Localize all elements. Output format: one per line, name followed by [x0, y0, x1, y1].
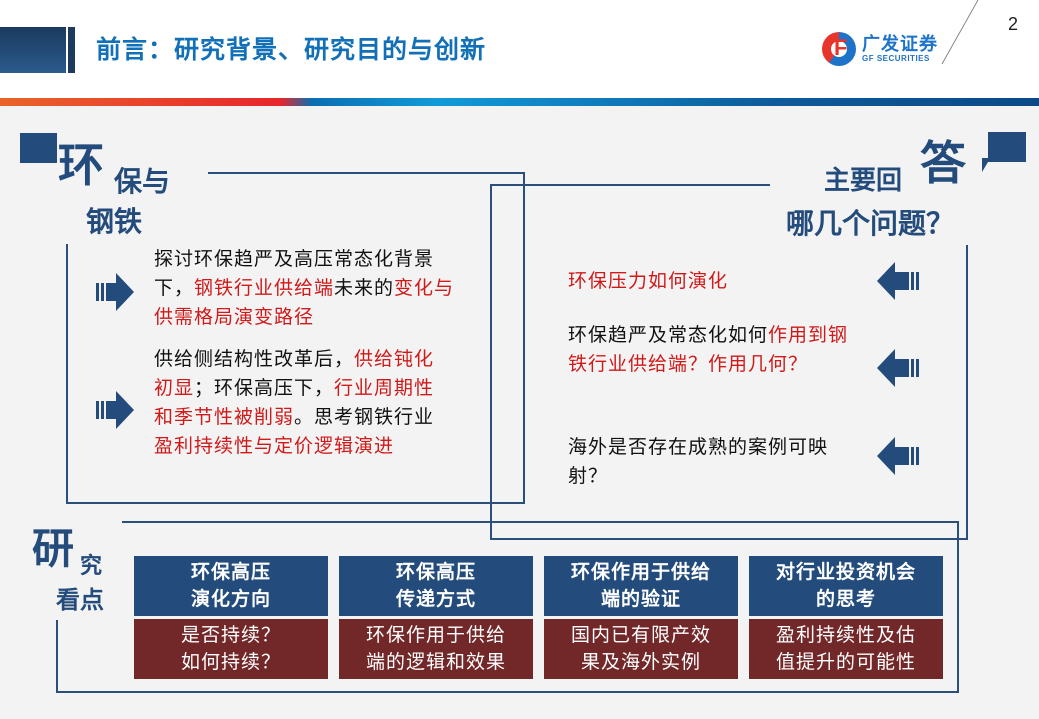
text-segment: 供给侧结构性改革后，	[154, 348, 355, 370]
divider-slash	[941, 0, 979, 65]
research-card-3: 环保作用于供给端的验证 国内已有限产效果及海外实例	[544, 556, 738, 679]
section-heading-line2: 哪几个问题？	[786, 207, 955, 240]
text-segment: 。思考钢铁行业	[294, 406, 435, 428]
page-number: 2	[1008, 14, 1019, 34]
page-title: 前言：研究背景、研究目的与创新	[96, 35, 487, 64]
section-heading-line2: 看点	[56, 585, 104, 614]
header-decor-block	[0, 27, 66, 73]
section-heading-rest: 究	[80, 553, 103, 579]
right-item-2: 环保趋严及常态化如何作用到钢铁行业供给端？作用几何？	[568, 321, 864, 379]
logo-mark-letter: F	[834, 35, 848, 60]
frame-line	[208, 172, 525, 174]
card-title: 对行业投资机会的思考	[749, 556, 943, 616]
right-item-1: 环保压力如何演化	[568, 267, 868, 296]
section-heading-big: 研	[32, 524, 75, 573]
frame-line	[122, 521, 959, 523]
frame-line	[490, 184, 492, 540]
research-card-2: 环保高压传递方式 环保作用于供给端的逻辑和效果	[339, 556, 533, 679]
text-segment: 探讨环保趋严及高压常态化背景下，	[154, 248, 435, 299]
frame-line	[56, 691, 959, 693]
text-segment-highlight: 行业周期性和季节性被削弱	[154, 377, 435, 428]
text-segment: 未来的	[334, 277, 395, 299]
card-detail: 是否持续？如何持续？	[134, 619, 328, 679]
left-arrow-icon	[877, 262, 919, 300]
text-segment: 海外是否存在成熟的案例可映射？	[568, 436, 829, 487]
section-heading-line2: 钢铁	[86, 205, 143, 238]
section-heading-big: 答	[920, 136, 966, 190]
logo-text-cn: 广发证券	[862, 34, 938, 54]
text-segment-highlight: 环保压力如何演化	[568, 270, 729, 292]
frame-line	[490, 184, 770, 186]
section-heading-pre: 主要回	[824, 166, 903, 196]
logo-text-en: GF SECURITIES	[862, 54, 930, 63]
left-item-1: 探讨环保趋严及高压常态化背景下，钢铁行业供给端未来的变化与供需格局演变路径	[154, 245, 472, 332]
card-title: 环保作用于供给端的验证	[544, 556, 738, 616]
frame-line	[523, 172, 525, 504]
frame-line	[490, 538, 968, 540]
card-title: 环保高压传递方式	[339, 556, 533, 616]
text-segment-highlight: 供给钝化初显	[154, 348, 435, 399]
content-area	[0, 106, 1039, 719]
research-card-4: 对行业投资机会的思考 盈利持续性及估值提升的可能性	[749, 556, 943, 679]
text-segment-highlight: 盈利持续性与定价逻辑演进	[154, 435, 395, 457]
right-arrow-icon	[96, 273, 134, 311]
card-detail: 国内已有限产效果及海外实例	[544, 619, 738, 679]
text-segment: ；环保高压下，	[194, 377, 335, 399]
speech-bubble-icon	[982, 132, 1026, 172]
heading-square-icon	[20, 133, 57, 163]
section-heading-big: 环	[58, 138, 104, 192]
text-segment-highlight: 变化与供需格局演变路径	[154, 277, 455, 328]
frame-line	[66, 244, 68, 504]
text-segment: 环保趋严及常态化如何	[568, 324, 769, 346]
frame-line	[56, 620, 58, 693]
header-stripe	[0, 98, 1039, 106]
left-arrow-icon	[877, 437, 919, 475]
left-item-2: 供给侧结构性改革后，供给钝化初显；环保高压下，行业周期性和季节性被削弱。思考钢铁…	[154, 345, 449, 461]
frame-line	[66, 502, 525, 504]
right-item-3: 海外是否存在成熟的案例可映射？	[568, 433, 864, 491]
right-arrow-icon	[96, 391, 134, 429]
company-logo: F 广发证券 GF SECURITIES	[822, 30, 942, 70]
gf-logo-icon	[822, 32, 856, 66]
card-detail: 环保作用于供给端的逻辑和效果	[339, 619, 533, 679]
card-detail: 盈利持续性及估值提升的可能性	[749, 619, 943, 679]
text-segment-highlight: 钢铁行业供给端	[194, 277, 335, 299]
left-arrow-icon	[877, 349, 919, 387]
text-segment-highlight: 作用到钢铁行业供给端？作用几何？	[568, 324, 849, 375]
header-decor-bar	[68, 27, 75, 73]
card-title: 环保高压演化方向	[134, 556, 328, 616]
frame-line	[966, 245, 968, 540]
section-heading-rest: 保与	[114, 165, 171, 198]
research-card-1: 环保高压演化方向 是否持续？如何持续？	[134, 556, 328, 679]
frame-line	[957, 521, 959, 693]
